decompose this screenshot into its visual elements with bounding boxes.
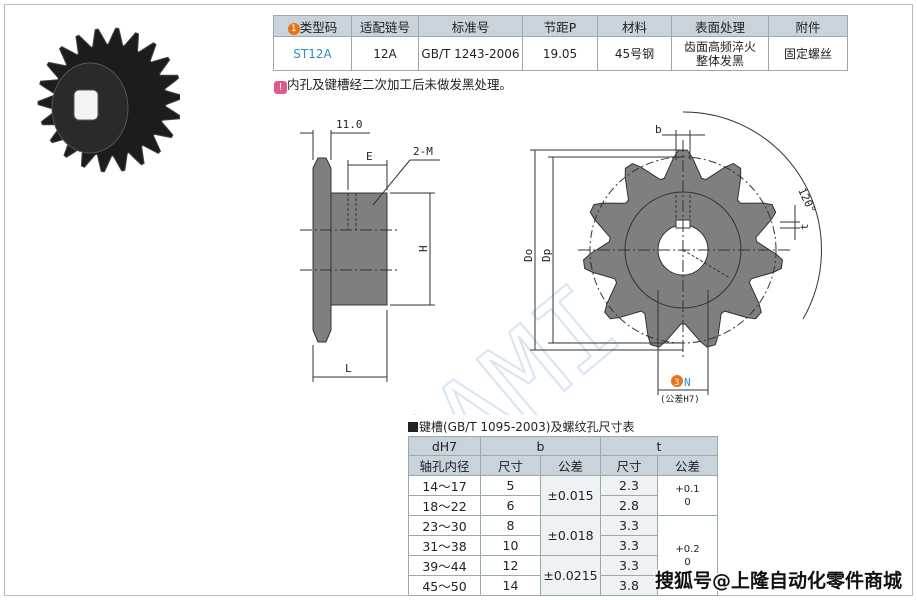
watermark-text: 搜狐号@上隆自动化零件商城 bbox=[655, 570, 903, 592]
dim-l: L bbox=[345, 362, 352, 375]
spec-cell: 45号钢 bbox=[597, 36, 672, 71]
spec-cell-surface: 齿面高频淬火整体发黑 bbox=[671, 36, 769, 71]
spec-cell: GB/T 1243-2006 bbox=[418, 36, 523, 71]
header-t: t bbox=[600, 436, 718, 456]
header-tol: 公差 bbox=[657, 455, 718, 476]
spec-cell: 19.05 bbox=[522, 36, 598, 71]
header-size: 尺寸 bbox=[480, 455, 541, 476]
spec-header: 适配链号 bbox=[351, 15, 419, 37]
header-d: dH7 bbox=[408, 436, 481, 456]
keyway-table-title: 键槽(GB/T 1095-2003)及螺纹孔尺寸表 bbox=[408, 418, 635, 435]
dim-do: Do bbox=[522, 249, 535, 262]
dim-n: N bbox=[684, 376, 691, 389]
dim-h: H bbox=[417, 245, 430, 252]
spec-cell: 12A bbox=[351, 36, 419, 71]
dim-angle: 120° bbox=[795, 186, 818, 216]
marker-3 bbox=[671, 375, 683, 387]
header-b: b bbox=[480, 436, 601, 456]
header-d2: 轴孔内径 bbox=[408, 455, 481, 476]
dim-dp: Dp bbox=[540, 249, 553, 262]
frame bbox=[4, 4, 913, 596]
header-tol: 公差 bbox=[540, 455, 601, 476]
spec-header: 标准号 bbox=[418, 15, 523, 37]
spec-header: 附件 bbox=[768, 15, 848, 37]
side-view bbox=[300, 130, 440, 382]
dim-t: t bbox=[798, 223, 811, 230]
spec-header: 节距P bbox=[522, 15, 598, 37]
product-photo bbox=[37, 27, 180, 173]
spec-header: 表面处理 bbox=[671, 15, 769, 37]
spec-header: 材料 bbox=[597, 15, 672, 37]
spec-type-code[interactable]: ST12A bbox=[273, 36, 352, 71]
header-size: 尺寸 bbox=[600, 455, 658, 476]
front-view bbox=[530, 111, 822, 395]
dim-11: 11.0 bbox=[336, 118, 363, 131]
watermark-logo: SAMI bbox=[358, 260, 643, 415]
spec-cell: 固定螺丝 bbox=[768, 36, 848, 71]
square-bullet-icon bbox=[408, 422, 418, 432]
warning-icon: ! bbox=[274, 81, 287, 94]
technical-drawing: SAMI 11.0 E 2-M H L bbox=[300, 111, 822, 415]
note: !内孔及键槽经二次加工后未做发黑处理。 bbox=[274, 74, 512, 94]
dim-b: b bbox=[655, 123, 662, 136]
dim-e: E bbox=[366, 150, 373, 163]
marker-1: 1 bbox=[287, 22, 300, 35]
dim-2m: 2-M bbox=[413, 145, 433, 158]
bore-tolerance: (公差H7) bbox=[660, 393, 700, 405]
svg-text:3: 3 bbox=[674, 378, 679, 388]
